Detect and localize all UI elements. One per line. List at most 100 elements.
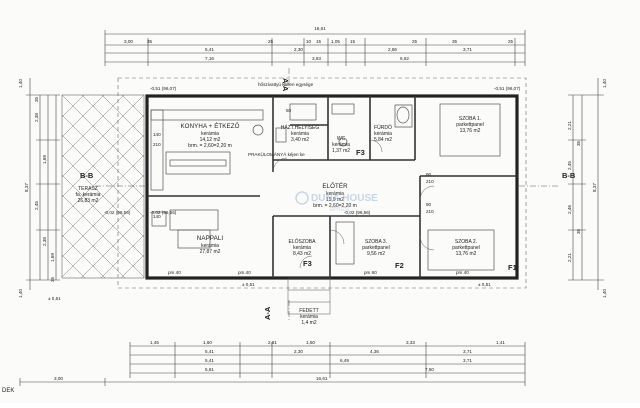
- marker-f3: F3: [303, 259, 312, 268]
- inner-dim-11: pm 40: [456, 270, 469, 275]
- room-bath-name: FÜRDŐ: [374, 124, 392, 131]
- marker-f2: F2: [395, 261, 404, 270]
- level-3: -0,51 (96,07): [150, 86, 177, 91]
- dim-bot-r2-0: 5,41: [205, 349, 214, 354]
- entrance-steps: [287, 277, 331, 315]
- dim-bot-r2-3: 3,71: [463, 349, 472, 354]
- level-0: ± 0,51: [48, 296, 61, 301]
- dim-top-r3-0: 7,16: [205, 56, 214, 61]
- room-covered-entry: FEDETT kerámia 1,4 m2: [299, 308, 318, 326]
- room-bedroom-1: SZOBA 1. parkettpanel 13,76 m2: [456, 116, 484, 134]
- dim-top-r2-1: 2,30: [294, 47, 303, 52]
- dim-bot-r2-2: 4,36: [370, 349, 379, 354]
- level-6: -0,02 (96,56): [104, 210, 131, 215]
- room-bathroom: FÜRDŐ kerámia 5,84 m2: [374, 124, 392, 143]
- dim-left-p4: 2,38: [42, 237, 47, 246]
- dim-bot-r1-5: 1,41: [496, 340, 505, 345]
- inner-dim-4: 90: [426, 202, 432, 207]
- inner-dim-7: 60: [286, 108, 292, 113]
- note-kitchen: PRAKÜLOMÁNYÁ kéjen ke: [248, 151, 305, 157]
- dim-bot-r3-1: 6,49: [340, 358, 349, 363]
- room-bedroom-3: SZOBA 3. parkettpanel 9,56 m2: [362, 239, 390, 257]
- room-hall-area: 15,9 m2: [326, 197, 344, 203]
- room-entry-floor: kerámia: [293, 245, 311, 251]
- room-cov-name: FEDETT: [299, 308, 318, 314]
- level-5: -0,02 (96,56): [150, 210, 177, 215]
- room-entry-name: ELŐSZOBA: [289, 238, 317, 245]
- dim-right-p5: 2,21: [567, 253, 572, 262]
- dim-bot-r3-0: 5,41: [205, 358, 214, 363]
- dim-top-r1-4: 15: [316, 39, 322, 44]
- inner-dim-3: 210: [426, 179, 434, 184]
- top-dimensions: 16,61 3,00 35 25 10 15 1,05 15 25 35 25 …: [104, 26, 526, 66]
- room-b1-area: 13,76 m2: [460, 128, 481, 134]
- corner-text: DEK: [2, 388, 14, 394]
- room-labels: KONYHA + ÉTKEZŐ kerámia 14,12 m2 brm. = …: [76, 116, 484, 326]
- room-bath-floor: kerámia: [374, 131, 392, 137]
- dim-top-r1-3: 10: [306, 39, 312, 44]
- marker-f3b: F3: [356, 148, 365, 157]
- dim-top-r1-8: 35: [452, 39, 458, 44]
- dim-right-p0: 2,21: [567, 121, 572, 130]
- note-heatpump: hőszivattyú külteri egysége: [258, 82, 314, 87]
- dim-bot-left: 3,00: [54, 376, 63, 381]
- inner-dim-6: 140: [153, 214, 161, 219]
- room-b2-floor: parkettpanel: [452, 245, 480, 251]
- room-kitchen-extra: brm. = 2,60=2,20 m: [188, 143, 232, 149]
- dim-bot-r4-1: 7,50: [425, 367, 434, 372]
- dim-left-p3: 2,45: [34, 201, 39, 210]
- room-cov-floor: kerámia: [300, 314, 318, 320]
- room-bedroom-2: SZOBA 2. parkettpanel 13,76 m2: [452, 239, 480, 257]
- dim-bot-r4-0: 5,61: [205, 367, 214, 372]
- dim-bot-r3-2: 3,71: [463, 358, 472, 363]
- room-wc-area: 1,37 m2: [332, 148, 350, 154]
- marker-f1: F1: [508, 263, 517, 272]
- dim-left-p0: 35: [34, 96, 39, 102]
- section-markers: A-A A-A B-B B-B: [80, 68, 576, 322]
- dim-bot-r1-0: 1,45: [150, 340, 159, 345]
- dim-right-total: 8,37: [592, 183, 597, 192]
- dim-top-r1-5: 1,05: [331, 39, 340, 44]
- room-b3-area: 9,56 m2: [367, 251, 385, 257]
- section-aa-bottom: A-A: [263, 306, 272, 320]
- inner-dim-8: pm 40: [168, 270, 181, 275]
- room-b1-floor: parkettpanel: [456, 122, 484, 128]
- watermark-line2: ÉPÍTÉSI: [330, 206, 349, 213]
- section-bb-left: B-B: [80, 171, 94, 180]
- room-living: NAPPALI kerámia 27,87 m2: [197, 235, 224, 255]
- room-entry: ELŐSZOBA kerámia 8,43 m2: [289, 238, 317, 257]
- outer-walls: [145, 94, 519, 280]
- watermark-logo: DUNA HOUSE ÉPÍTÉSI: [295, 191, 378, 213]
- room-terrace-name: TERASZ: [78, 186, 98, 192]
- room-wc-name: WC: [337, 136, 346, 142]
- dim-right-p1: 35: [576, 140, 581, 146]
- watermark-line1: DUNA HOUSE: [311, 193, 378, 204]
- dim-top-r2-0: 5,41: [205, 47, 214, 52]
- dim-bot-r1-2: 2,81: [268, 340, 277, 345]
- dim-left-bottom: 1,40: [18, 289, 23, 298]
- right-dimensions: 1,40 8,37 1,40 2,21 35 2,45 2,46 35 2,21: [567, 78, 607, 298]
- room-kitchen-floor: kerámia: [201, 131, 219, 137]
- inner-dim-9: pm.40: [238, 270, 251, 275]
- dim-left-p5: 1,69: [50, 253, 55, 262]
- dim-top-r2-2: 2,86: [388, 47, 397, 52]
- dim-top-r1-1: 35: [147, 39, 153, 44]
- level-4: -0,51 (96,07): [494, 86, 521, 91]
- annotations: hőszivattyú külteri egysége PRAKÜLOMÁNYÁ…: [2, 82, 517, 394]
- level-marks: ± 0,51 ± 0,51 ± 0,51 -0,51 (96,07) -0,51…: [48, 86, 521, 301]
- room-living-name: NAPPALI: [197, 235, 224, 242]
- inner-dim-2: 90: [426, 172, 432, 177]
- room-kitchen: KONYHA + ÉTKEZŐ kerámia 14,12 m2 brm. = …: [180, 123, 239, 149]
- inner-dim-10: pm 60: [364, 270, 377, 275]
- room-b2-name: SZOBA 2.: [455, 239, 477, 245]
- kitchen-furniture: [150, 109, 264, 191]
- level-7: -0,02 (96,56): [344, 210, 371, 215]
- room-utility-name: HÁZT.HELYISÉG: [281, 124, 320, 131]
- room-b3-floor: parkettpanel: [362, 245, 390, 251]
- dim-bot-r2-1: 2,30: [294, 349, 303, 354]
- dim-top-r2-3: 3,71: [463, 47, 472, 52]
- dim-right-p2: 2,45: [567, 161, 572, 170]
- left-dimensions: 1,40 8,37 1,40 35 2,38 1,69 2,45 2,38 1,…: [18, 78, 60, 298]
- level-1: ± 0,51: [242, 282, 255, 287]
